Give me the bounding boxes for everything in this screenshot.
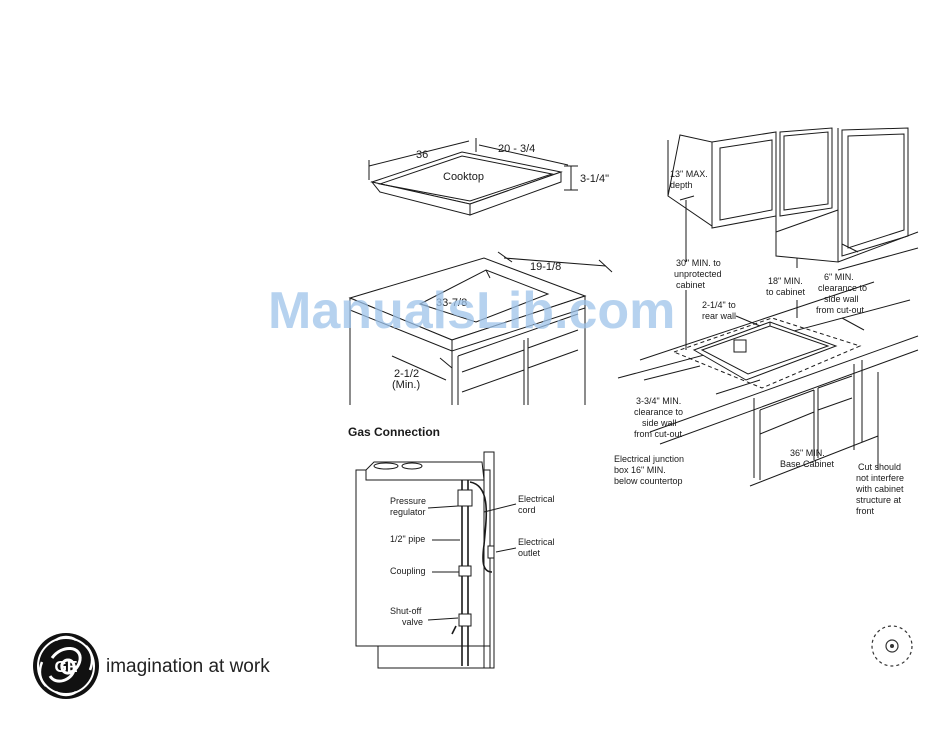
- svg-text:clearance to: clearance to: [818, 283, 867, 293]
- svg-text:outlet: outlet: [518, 548, 541, 558]
- gas-leader-lines: [427, 503, 517, 621]
- gas-label-pressure-regulator: Pressure regulator: [390, 496, 426, 517]
- cutout-depth-label: 19-1/8: [530, 261, 561, 273]
- cutout-counter-drawing: [348, 251, 613, 405]
- svg-text:clearance to: clearance to: [634, 407, 683, 417]
- watermark: ManualsLib.com: [268, 282, 675, 340]
- svg-text:unprotected: unprotected: [674, 269, 722, 279]
- svg-text:rear wall: rear wall: [702, 311, 736, 321]
- clearance-label-junction-box: Electrical junction box 16" MIN. below c…: [614, 454, 684, 486]
- clearance-label-rear-wall: 2-1/4" to rear wall: [702, 300, 736, 321]
- svg-text:from cut-out: from cut-out: [634, 429, 683, 439]
- gas-connection-drawing: [355, 451, 495, 669]
- svg-text:cabinet: cabinet: [676, 280, 706, 290]
- svg-text:Cut should: Cut should: [858, 462, 901, 472]
- cooktop-width-label: 36: [416, 149, 428, 161]
- clearance-label-max-depth: 13" MAX. depth: [670, 169, 708, 190]
- svg-text:structure at: structure at: [856, 495, 902, 505]
- svg-text:from cut-out: from cut-out: [816, 305, 865, 315]
- cooktop-depth-label: 20 - 3/4: [498, 143, 535, 155]
- cooktop-height-label: 3-1/4": [580, 173, 609, 185]
- svg-text:to cabinet: to cabinet: [766, 287, 806, 297]
- svg-text:side wall: side wall: [824, 294, 859, 304]
- svg-text:30" MIN. to: 30" MIN. to: [676, 258, 721, 268]
- svg-text:below countertop: below countertop: [614, 476, 683, 486]
- clearance-label-side-min: 3-3/4" MIN. clearance to side wall from …: [634, 396, 683, 439]
- gas-connection-title: Gas Connection: [348, 425, 440, 439]
- clearance-label-18-min: 18" MIN. to cabinet: [766, 276, 806, 297]
- gas-label-pipe: 1/2" pipe: [390, 534, 425, 544]
- svg-text:regulator: regulator: [390, 507, 426, 517]
- svg-text:36" MIN.: 36" MIN.: [790, 448, 825, 458]
- svg-text:6" MIN.: 6" MIN.: [824, 272, 854, 282]
- svg-text:Base Cabinet: Base Cabinet: [780, 459, 835, 469]
- clearance-label-30-min: 30" MIN. to unprotected cabinet: [674, 258, 722, 290]
- svg-text:3-3/4" MIN.: 3-3/4" MIN.: [636, 396, 681, 406]
- svg-text:valve: valve: [402, 617, 423, 627]
- svg-text:2-1/4" to: 2-1/4" to: [702, 300, 736, 310]
- brand-tagline: imagination at work: [106, 656, 270, 677]
- svg-text:Shut-off: Shut-off: [390, 606, 422, 616]
- svg-text:Pressure: Pressure: [390, 496, 426, 506]
- svg-text:front: front: [856, 506, 875, 516]
- clearance-label-6-min: 6" MIN. clearance to side wall from cut-…: [816, 272, 867, 315]
- gas-label-electrical-outlet: Electrical outlet: [518, 537, 555, 558]
- gas-label-electrical-cord: Electrical cord: [518, 494, 555, 515]
- print-mark-icon: [871, 625, 913, 667]
- svg-text:cord: cord: [518, 505, 536, 515]
- cooktop-label: Cooktop: [443, 171, 484, 183]
- clearance-drawing: [617, 127, 919, 487]
- front-min-label: 2-1/2: [394, 368, 419, 380]
- svg-text:Electrical: Electrical: [518, 537, 555, 547]
- gas-label-coupling: Coupling: [390, 566, 426, 576]
- svg-text:box 16" MIN.: box 16" MIN.: [614, 465, 666, 475]
- svg-text:Electrical: Electrical: [518, 494, 555, 504]
- ge-logo-text: GE: [54, 659, 77, 676]
- ge-logo: [33, 633, 99, 699]
- clearance-label-cut-note: Cut should not interfere with cabinet st…: [855, 462, 904, 516]
- svg-text:with cabinet: with cabinet: [855, 484, 904, 494]
- gas-label-shutoff-valve: Shut-off valve: [390, 606, 423, 627]
- front-min-note: (Min.): [392, 379, 420, 391]
- svg-text:13" MAX.: 13" MAX.: [670, 169, 708, 179]
- cutout-width-label: 33-7/8: [436, 297, 467, 309]
- clearance-label-base-cabinet: 36" MIN. Base Cabinet: [780, 448, 835, 469]
- svg-text:18" MIN.: 18" MIN.: [768, 276, 803, 286]
- cooktop-drawing: [368, 138, 578, 216]
- svg-text:Electrical junction: Electrical junction: [614, 454, 684, 464]
- svg-text:side wall: side wall: [642, 418, 677, 428]
- svg-text:not interfere: not interfere: [856, 473, 904, 483]
- svg-text:depth: depth: [670, 180, 693, 190]
